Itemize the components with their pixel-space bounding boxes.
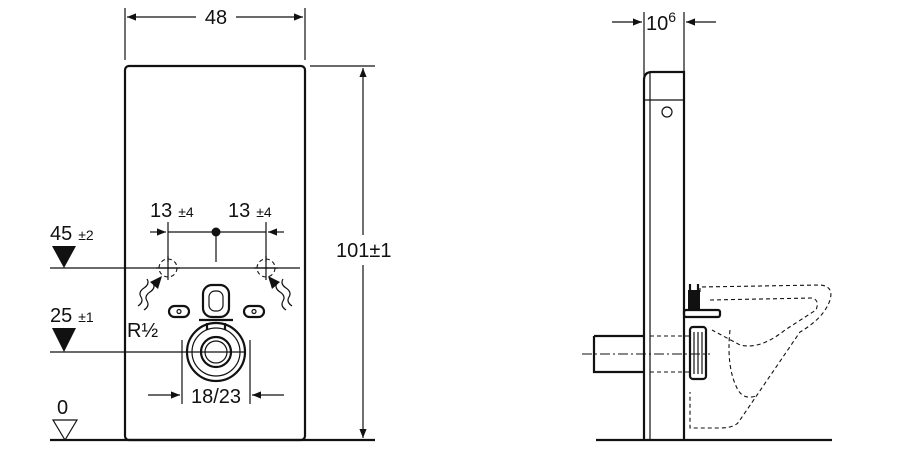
depth-label-superscript: 6 (668, 9, 676, 25)
wc-bowl-outline (689, 284, 832, 429)
depth-label: 106 (646, 9, 676, 35)
level-upper: 45 ±2 (50, 223, 300, 269)
level-upper-label: 45 ±2 (50, 223, 94, 245)
fixing-slot-left (167, 304, 191, 319)
level-upper-marker (52, 246, 76, 268)
drain-width-dimension: 18/23 (148, 340, 284, 408)
level-upper-tolerance: ±2 (78, 227, 94, 243)
height-label: 101±1 (336, 240, 391, 262)
flush-button (661, 106, 673, 118)
side-module (642, 70, 686, 440)
wc-connector (688, 325, 708, 381)
depth-label-value: 10 (646, 13, 668, 35)
level-zero-marker (51, 419, 79, 442)
thread-label: R½ (127, 320, 158, 342)
front-view: 48 101±1 13±4 13±4 (50, 7, 391, 442)
fixing-bolt-assembly (682, 284, 722, 319)
spacing-left-tolerance: ±4 (178, 204, 194, 220)
depth-dimension: 106 (612, 9, 716, 76)
drain-label: 18/23 (191, 386, 241, 408)
spacing-dimension: 13 ±4 13 ±4 (150, 200, 284, 262)
side-view: 106 (582, 9, 832, 442)
spacing-right-value: 13 (228, 200, 250, 222)
spacing-right-tolerance: ±4 (256, 204, 272, 220)
spacing-left-label: 13 ±4 (150, 200, 194, 222)
side-drain-pipe (582, 334, 710, 374)
wavy-inlet-arrow-left (137, 276, 162, 311)
level-lower-label: 25 ±1 (50, 305, 94, 327)
front-panel (123, 64, 307, 442)
level-zero: 0 (51, 397, 79, 442)
water-inlet-right (254, 256, 278, 280)
spacing-left-value: 13 (150, 200, 172, 222)
level-lower-value: 25 (50, 305, 72, 327)
height-label-tolerance: ±1 (369, 240, 391, 262)
spacing-right-label: 13 ±4 (228, 200, 272, 222)
level-lower-tolerance: ±1 (78, 309, 94, 325)
height-dimension: 101±1 (310, 65, 391, 438)
center-point (211, 227, 221, 237)
fixing-slot-right (242, 304, 266, 319)
width-dimension: 48 (124, 7, 306, 60)
water-inlet-left (156, 256, 180, 280)
width-label: 48 (205, 7, 227, 29)
height-label-value: 101 (336, 240, 369, 262)
level-zero-label: 0 (57, 397, 68, 419)
level-lower-marker (52, 328, 76, 352)
level-lower: 25 ±1 (50, 305, 244, 353)
level-upper-value: 45 (50, 223, 72, 245)
wavy-inlet-arrow-right (268, 276, 293, 311)
